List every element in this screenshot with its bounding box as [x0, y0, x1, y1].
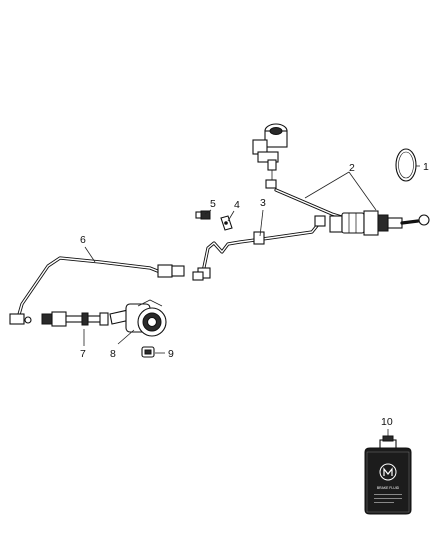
- callout-4: 4: [234, 199, 240, 211]
- callout-5: 5: [210, 198, 216, 210]
- part-9-bolt: [141, 346, 155, 358]
- callout-6-leader: [84, 246, 96, 263]
- callout-9: 9: [168, 348, 174, 360]
- part-3-hydraulic-line: [192, 215, 326, 281]
- callout-1: 1: [423, 161, 429, 173]
- callout-4-leader: [227, 210, 235, 222]
- part-6-hydraulic-line: [9, 256, 185, 325]
- bottle-label: BRAKE FLUID: [377, 486, 400, 490]
- part-1-seal-ring: [395, 148, 417, 182]
- callout-5-leader: [204, 209, 212, 215]
- callout-2: 2: [349, 162, 355, 174]
- callout-3-leader: [259, 209, 264, 237]
- callout-8-leader: [117, 329, 135, 345]
- part-7-quick-connect: [41, 311, 109, 327]
- part-4-clip: [220, 215, 233, 231]
- part-8-slave-cylinder: [109, 299, 167, 337]
- callout-2-leader-b: [348, 171, 377, 211]
- part-2-master-cylinder-assembly: [252, 123, 430, 236]
- part-5-bolt: [195, 210, 211, 220]
- part-10-fluid-bottle: BRAKE FLUID: [364, 435, 412, 515]
- callout-10: 10: [381, 416, 393, 428]
- callout-6: 6: [80, 234, 86, 246]
- callout-8: 8: [110, 348, 116, 360]
- mopar-logo-icon: [379, 463, 397, 481]
- callout-3: 3: [260, 197, 266, 209]
- callout-7: 7: [80, 348, 86, 360]
- callout-2-leader-a: [304, 171, 350, 199]
